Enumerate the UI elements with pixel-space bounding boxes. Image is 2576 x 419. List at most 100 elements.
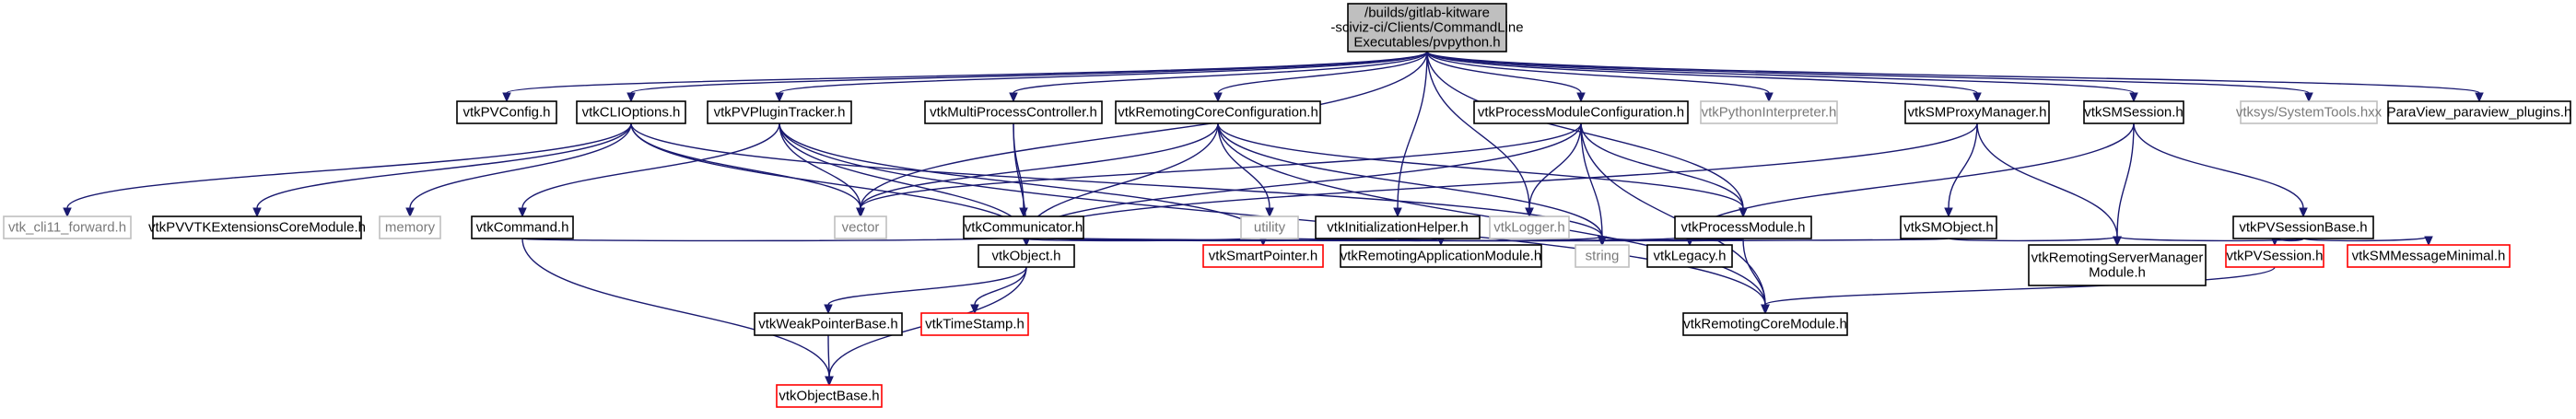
node-rcm[interactable]: vtkRemotingCoreModule.h: [1682, 312, 1848, 336]
node-label-line: vtkPVSessionBase.h: [2239, 220, 2367, 236]
edge-root-to-n_pyinterp: [1426, 51, 1774, 103]
node-label-line: ParaView_paraview_plugins.h: [2387, 105, 2572, 121]
node-label-line: vtkRemotingApplicationModule.h: [1341, 249, 1541, 264]
node-memory[interactable]: memory: [379, 215, 441, 239]
nodes-layer: /builds/gitlab-kitware-sciviz-ci/Clients…: [3, 3, 2572, 408]
node-rcc[interactable]: vtkRemotingCoreConfiguration.h: [1115, 100, 1321, 124]
node-object[interactable]: vtkObject.h: [978, 244, 1075, 268]
edge-n_sessionbase-to-n_smmsgmin: [2302, 236, 2433, 247]
edge-n_command-to-n_object: [521, 236, 1031, 247]
node-proxymgr[interactable]: vtkSMProxyManager.h: [1904, 100, 2050, 124]
node-pmc[interactable]: vtkProcessModuleConfiguration.h: [1473, 100, 1689, 124]
node-sessionbase[interactable]: vtkPVSessionBase.h: [2232, 215, 2374, 239]
node-label-line: string: [1586, 249, 1620, 264]
node-label-line: vtk_cli11_forward.h: [8, 220, 126, 236]
node-label-line: utility: [1254, 220, 1286, 236]
node-command[interactable]: vtkCommand.h: [471, 215, 574, 239]
node-smobject[interactable]: vtkSMObject.h: [1900, 215, 1997, 239]
edge-root-to-n_pmc: [1426, 51, 1586, 103]
edge-root-to-n_inithelper: [1393, 51, 1428, 218]
node-label-line: vtkCLIOptions.h: [582, 105, 681, 121]
edge-n_rcc-to-n_utility: [1217, 122, 1274, 218]
node-logger[interactable]: vtkLogger.h: [1489, 215, 1570, 239]
edge-n_command-to-n_objectbase: [521, 238, 834, 387]
node-label-line: vector: [842, 220, 880, 236]
edge-root-to-n_clioptions: [626, 51, 1428, 103]
node-pvsession[interactable]: vtkPVSession.h: [2225, 244, 2324, 268]
node-label-line: vtkPythonInterpreter.h: [1702, 105, 1837, 121]
node-mpc[interactable]: vtkMultiProcessController.h: [924, 100, 1103, 124]
node-label-line: vtkObject.h: [991, 249, 1060, 264]
node-legacy[interactable]: vtkLegacy.h: [1646, 244, 1733, 268]
edge-n_proxymgr-to-n_rsmm: [1976, 122, 2122, 247]
node-vtkext[interactable]: vtkPVVTKExtensionsCoreModule.h: [148, 215, 366, 239]
node-label-line: -sciviz-ci/Clients/CommandLine: [1330, 20, 1523, 36]
node-timestamp[interactable]: vtkTimeStamp.h: [920, 312, 1029, 336]
edge-n_clioptions-to-n_cli11: [63, 122, 632, 218]
edge-n_proxymgr-to-n_smobject: [1944, 122, 1978, 218]
node-plugins[interactable]: ParaView_paraview_plugins.h: [2387, 100, 2572, 124]
node-label-line: vtkSMObject.h: [1903, 220, 1994, 236]
edge-root-to-n_rcc: [1213, 51, 1428, 103]
node-label-line: memory: [385, 220, 436, 236]
node-label-line: vtkPVConfig.h: [463, 105, 550, 121]
node-inithelper[interactable]: vtkInitializationHelper.h: [1315, 215, 1481, 239]
node-utility[interactable]: utility: [1240, 215, 1299, 239]
edge-n_pvsession-to-n_rcm: [1761, 266, 2276, 315]
edge-root-to-n_pvconfig: [502, 51, 1428, 103]
node-pvconfig[interactable]: vtkPVConfig.h: [456, 100, 557, 124]
node-label-line: vtkPVPluginTracker.h: [714, 105, 846, 121]
node-label-line: /builds/gitlab-kitware: [1364, 6, 1490, 21]
node-weakptr[interactable]: vtkWeakPointerBase.h: [754, 312, 903, 336]
edge-n_clioptions-to-n_vector: [630, 122, 865, 218]
node-systools[interactable]: vtksys/SystemTools.hxx: [2236, 100, 2383, 124]
node-pyinterp[interactable]: vtkPythonInterpreter.h: [1700, 100, 1838, 124]
node-plugintracker[interactable]: vtkPVPluginTracker.h: [707, 100, 852, 124]
node-clioptions[interactable]: vtkCLIOptions.h: [576, 100, 686, 124]
node-smmsgmin[interactable]: vtkSMMessageMinimal.h: [2347, 244, 2511, 268]
node-label-line: vtkLogger.h: [1493, 220, 1565, 236]
edge-n_pmc-to-n_string: [1580, 122, 1607, 247]
edge-root-to-n_smsession: [1426, 51, 2138, 103]
node-label-line: vtkSMProxyManager.h: [1908, 105, 2047, 121]
node-smartptr[interactable]: vtkSmartPointer.h: [1202, 244, 1324, 268]
edge-n_plugintracker-to-n_command: [518, 122, 780, 218]
edge-n_clioptions-to-n_vtkext: [252, 122, 632, 218]
node-label-line: vtkMultiProcessController.h: [930, 105, 1097, 121]
node-label-line: vtkPVVTKExtensionsCoreModule.h: [148, 220, 366, 236]
node-label-line: vtkInitializationHelper.h: [1327, 220, 1468, 236]
edge-n_smsession-to-n_sessionbase: [2133, 122, 2308, 218]
edge-root-to-n_systools: [1426, 51, 2313, 103]
node-label-line: vtksys/SystemTools.hxx: [2236, 105, 2383, 121]
node-cli11[interactable]: vtk_cli11_forward.h: [3, 215, 132, 239]
node-label-line: vtkRemotingCoreConfiguration.h: [1118, 105, 1318, 121]
node-label-line: vtkLegacy.h: [1654, 249, 1727, 264]
edge-n_weakptr-to-n_objectbase: [825, 334, 834, 387]
node-remappmod[interactable]: vtkRemotingApplicationModule.h: [1340, 244, 1542, 268]
node-label-line: vtkRemotingServerManager: [2032, 250, 2204, 266]
node-string[interactable]: string: [1575, 244, 1630, 268]
edge-n_clioptions-to-n_memory: [405, 122, 632, 218]
edge-n_pmc-to-n_procmodule: [1580, 122, 1748, 218]
node-label-line: vtkSMMessageMinimal.h: [2352, 249, 2506, 264]
node-objectbase[interactable]: vtkObjectBase.h: [776, 384, 883, 408]
edge-n_object-to-n_weakptr: [824, 266, 1027, 315]
node-label-line: vtkTimeStamp.h: [925, 317, 1025, 332]
edge-root-to-n_proxymgr: [1426, 51, 1982, 103]
node-label-line: vtkCommand.h: [476, 220, 569, 236]
node-label-line: Module.h: [2089, 265, 2146, 281]
edge-n_procmodule-to-n_rcm: [1742, 238, 1770, 315]
node-label-line: vtkProcessModule.h: [1680, 220, 1805, 236]
node-procmodule[interactable]: vtkProcessModule.h: [1674, 215, 1812, 239]
edge-root-to-n_mpc: [1009, 51, 1428, 103]
node-root[interactable]: /builds/gitlab-kitware-sciviz-ci/Clients…: [1330, 3, 1524, 52]
node-vector[interactable]: vector: [834, 215, 887, 239]
node-label-line: vtkSMSession.h: [2084, 105, 2184, 121]
node-label-line: vtkPVSession.h: [2226, 249, 2323, 264]
node-label-line: vtkRemotingCoreModule.h: [1683, 317, 1847, 332]
node-smsession[interactable]: vtkSMSession.h: [2083, 100, 2184, 124]
node-communicator[interactable]: vtkCommunicator.h: [963, 215, 1084, 239]
edge-n_sessionbase-to-n_rsmm: [2113, 236, 2304, 247]
